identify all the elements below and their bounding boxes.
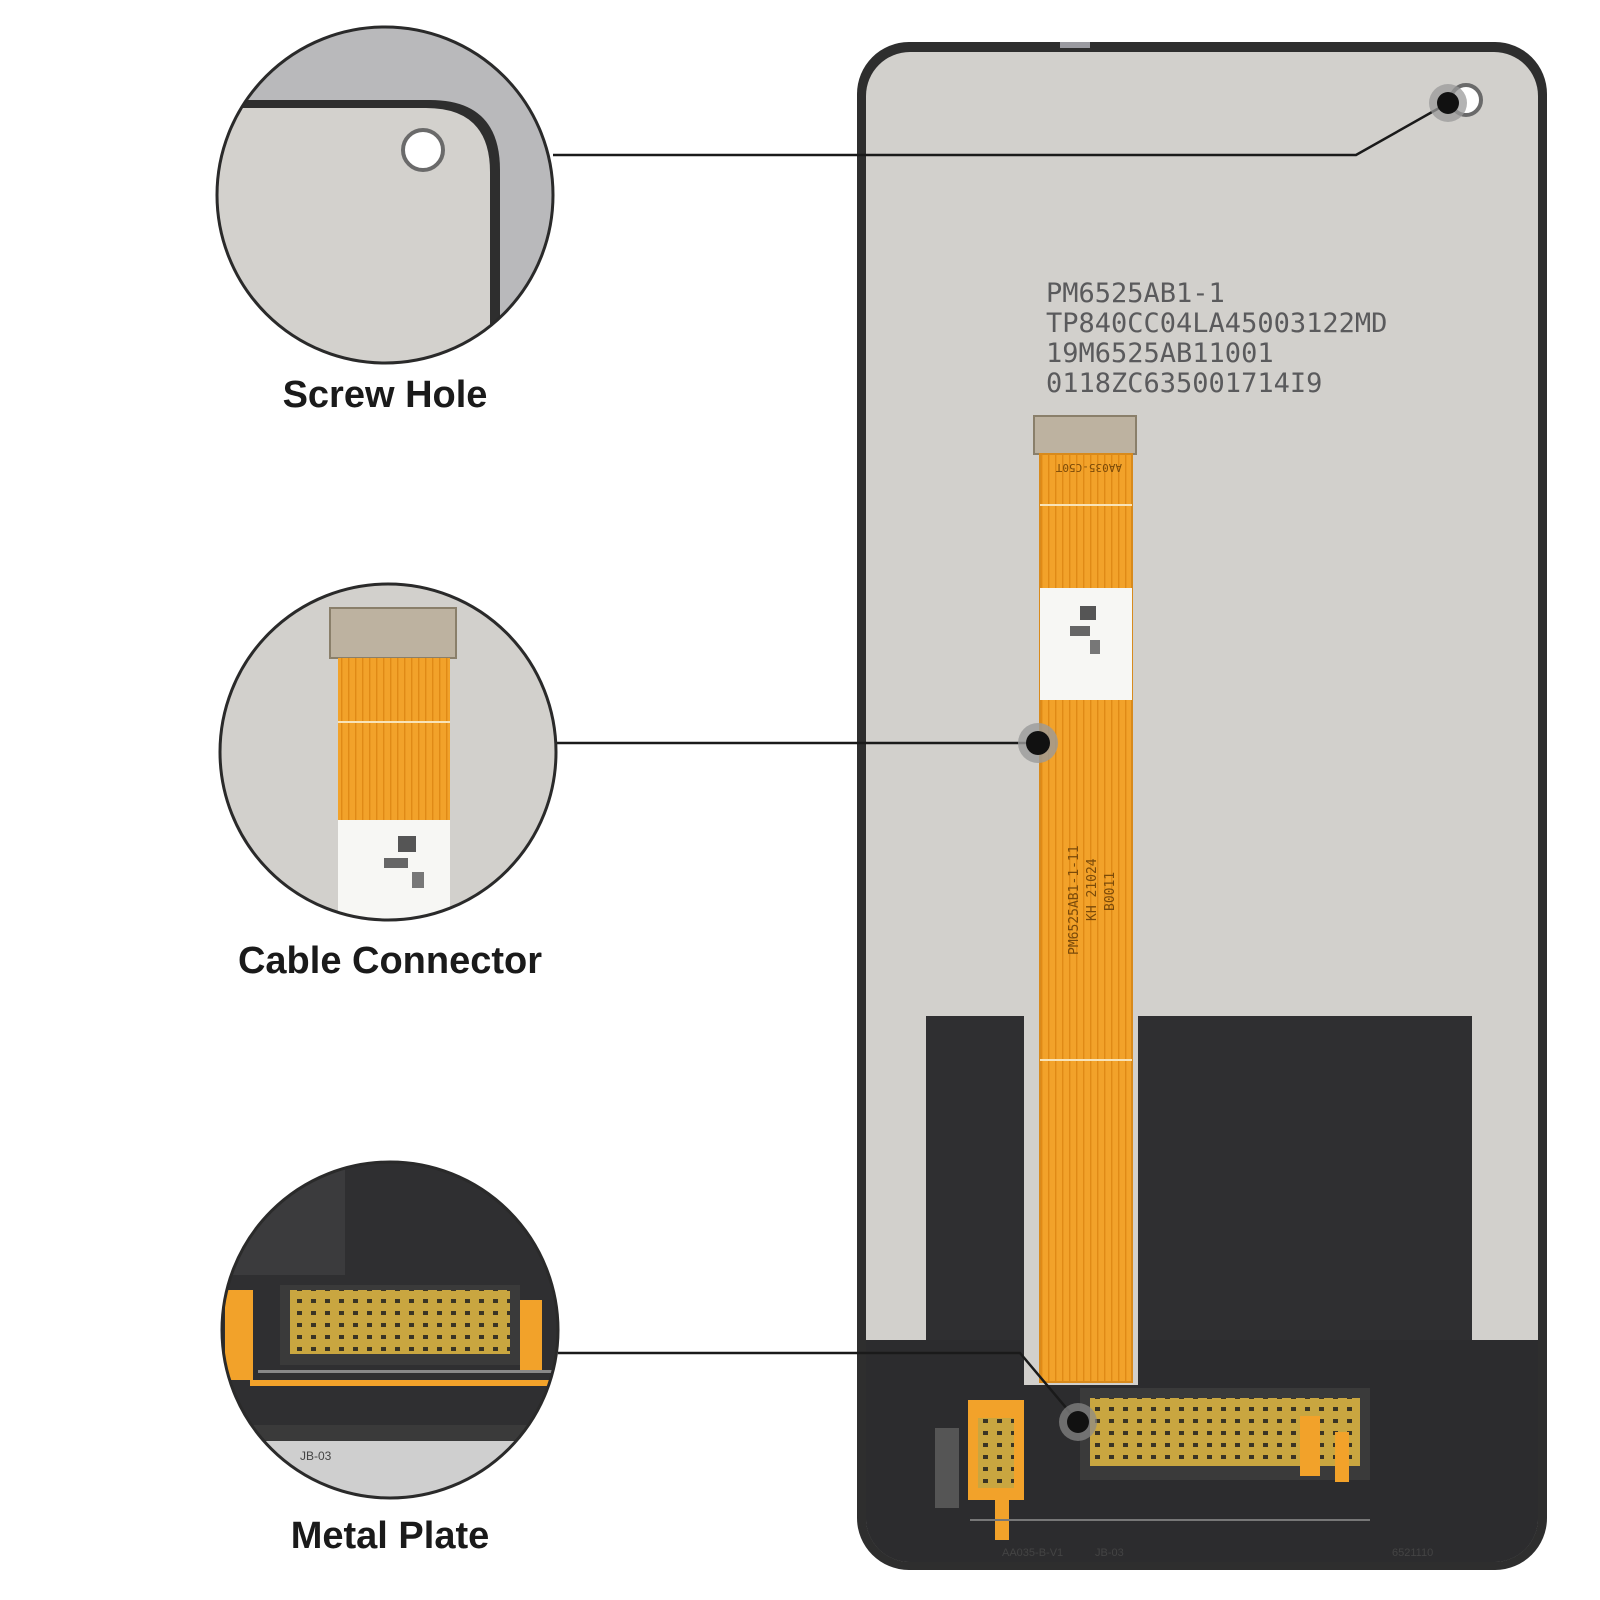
- panel-marking-line3: 19M6525AB11001: [1046, 338, 1274, 369]
- label-metal-plate: Metal Plate: [290, 1515, 490, 1557]
- zoom-screw-hole: [215, 25, 555, 365]
- flex-print-line1: PM6525AB1-1-11: [1067, 845, 1082, 955]
- lcd-assembly: PM6525AB1-1-11 KH 21024 B0011 AA035-C50T…: [857, 42, 1547, 1570]
- flex-print: PM6525AB1-1-11 KH 21024 B0011: [1067, 845, 1118, 955]
- leader-screw-hole: [553, 101, 1449, 157]
- panel-marking-line4: 0118ZC635001714I9: [1046, 368, 1322, 399]
- flex-tip-text: AA035-C50T: [1055, 461, 1122, 474]
- board-code-left: AA035-B-V1: [1002, 1547, 1063, 1559]
- flex-print-line3: B0011: [1103, 872, 1118, 911]
- metal-plate-left: [866, 1016, 1024, 1360]
- label-cable-connector: Cable Connector: [237, 940, 543, 982]
- panel-marking: PM6525AB1-1 TP840CC04LA45003122MD 19M652…: [1046, 278, 1387, 399]
- flex-white-sticker: [1040, 588, 1132, 700]
- leader-lines: [553, 101, 1449, 1423]
- label-screw-hole: Screw Hole: [282, 374, 488, 416]
- flex-connector-tip: [1033, 415, 1137, 455]
- leader-metal-plate: [558, 1351, 1079, 1423]
- board-code-mid: JB-03: [1095, 1547, 1124, 1559]
- board-code-right: 6521110: [1392, 1547, 1433, 1559]
- panel-marking-line2: TP840CC04LA45003122MD: [1046, 308, 1387, 339]
- zoom-cable-connector: [218, 582, 558, 922]
- flex-cable: [1033, 415, 1137, 1383]
- panel-marking-line1: PM6525AB1-1: [1046, 278, 1225, 309]
- leader-dots: [1018, 84, 1467, 1441]
- zoom-code-left: V1: [238, 1449, 253, 1463]
- flex-print-line2: KH 21024: [1085, 858, 1100, 921]
- zoom-metal-plate: V1 JB-03: [220, 1160, 560, 1500]
- zoom-code-mid: JB-03: [300, 1449, 332, 1463]
